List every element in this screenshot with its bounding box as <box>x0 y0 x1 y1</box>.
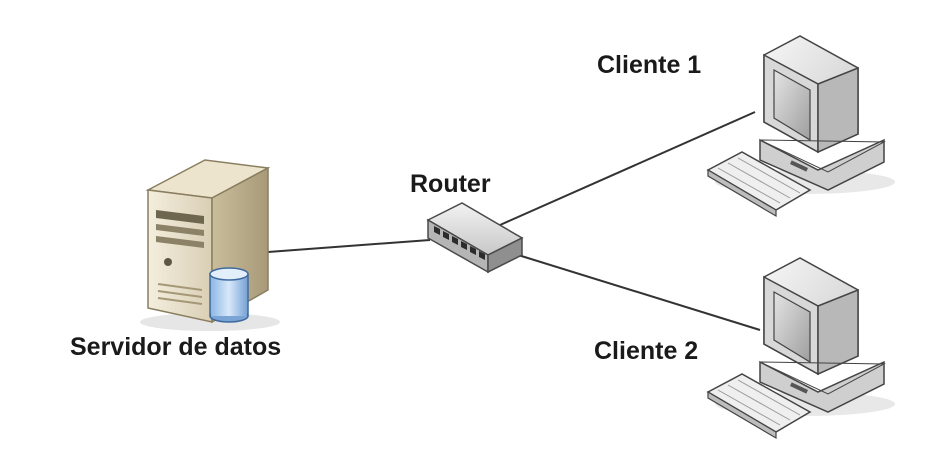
edge-server-router <box>267 239 431 253</box>
client2-label: Cliente 2 <box>594 337 699 365</box>
client1-label: Cliente 1 <box>597 51 702 79</box>
router-icon <box>426 202 524 274</box>
router-label: Router <box>410 170 491 198</box>
client2-computer-icon <box>706 257 895 440</box>
database-cylinder-icon <box>209 267 249 323</box>
connection-lines <box>267 111 761 331</box>
edge-router-client2 <box>514 253 761 331</box>
server-label: Servidor de datos <box>70 333 282 361</box>
client1-computer-icon <box>706 35 895 218</box>
edge-router-client1 <box>499 111 756 226</box>
database-server-icon <box>140 159 280 331</box>
